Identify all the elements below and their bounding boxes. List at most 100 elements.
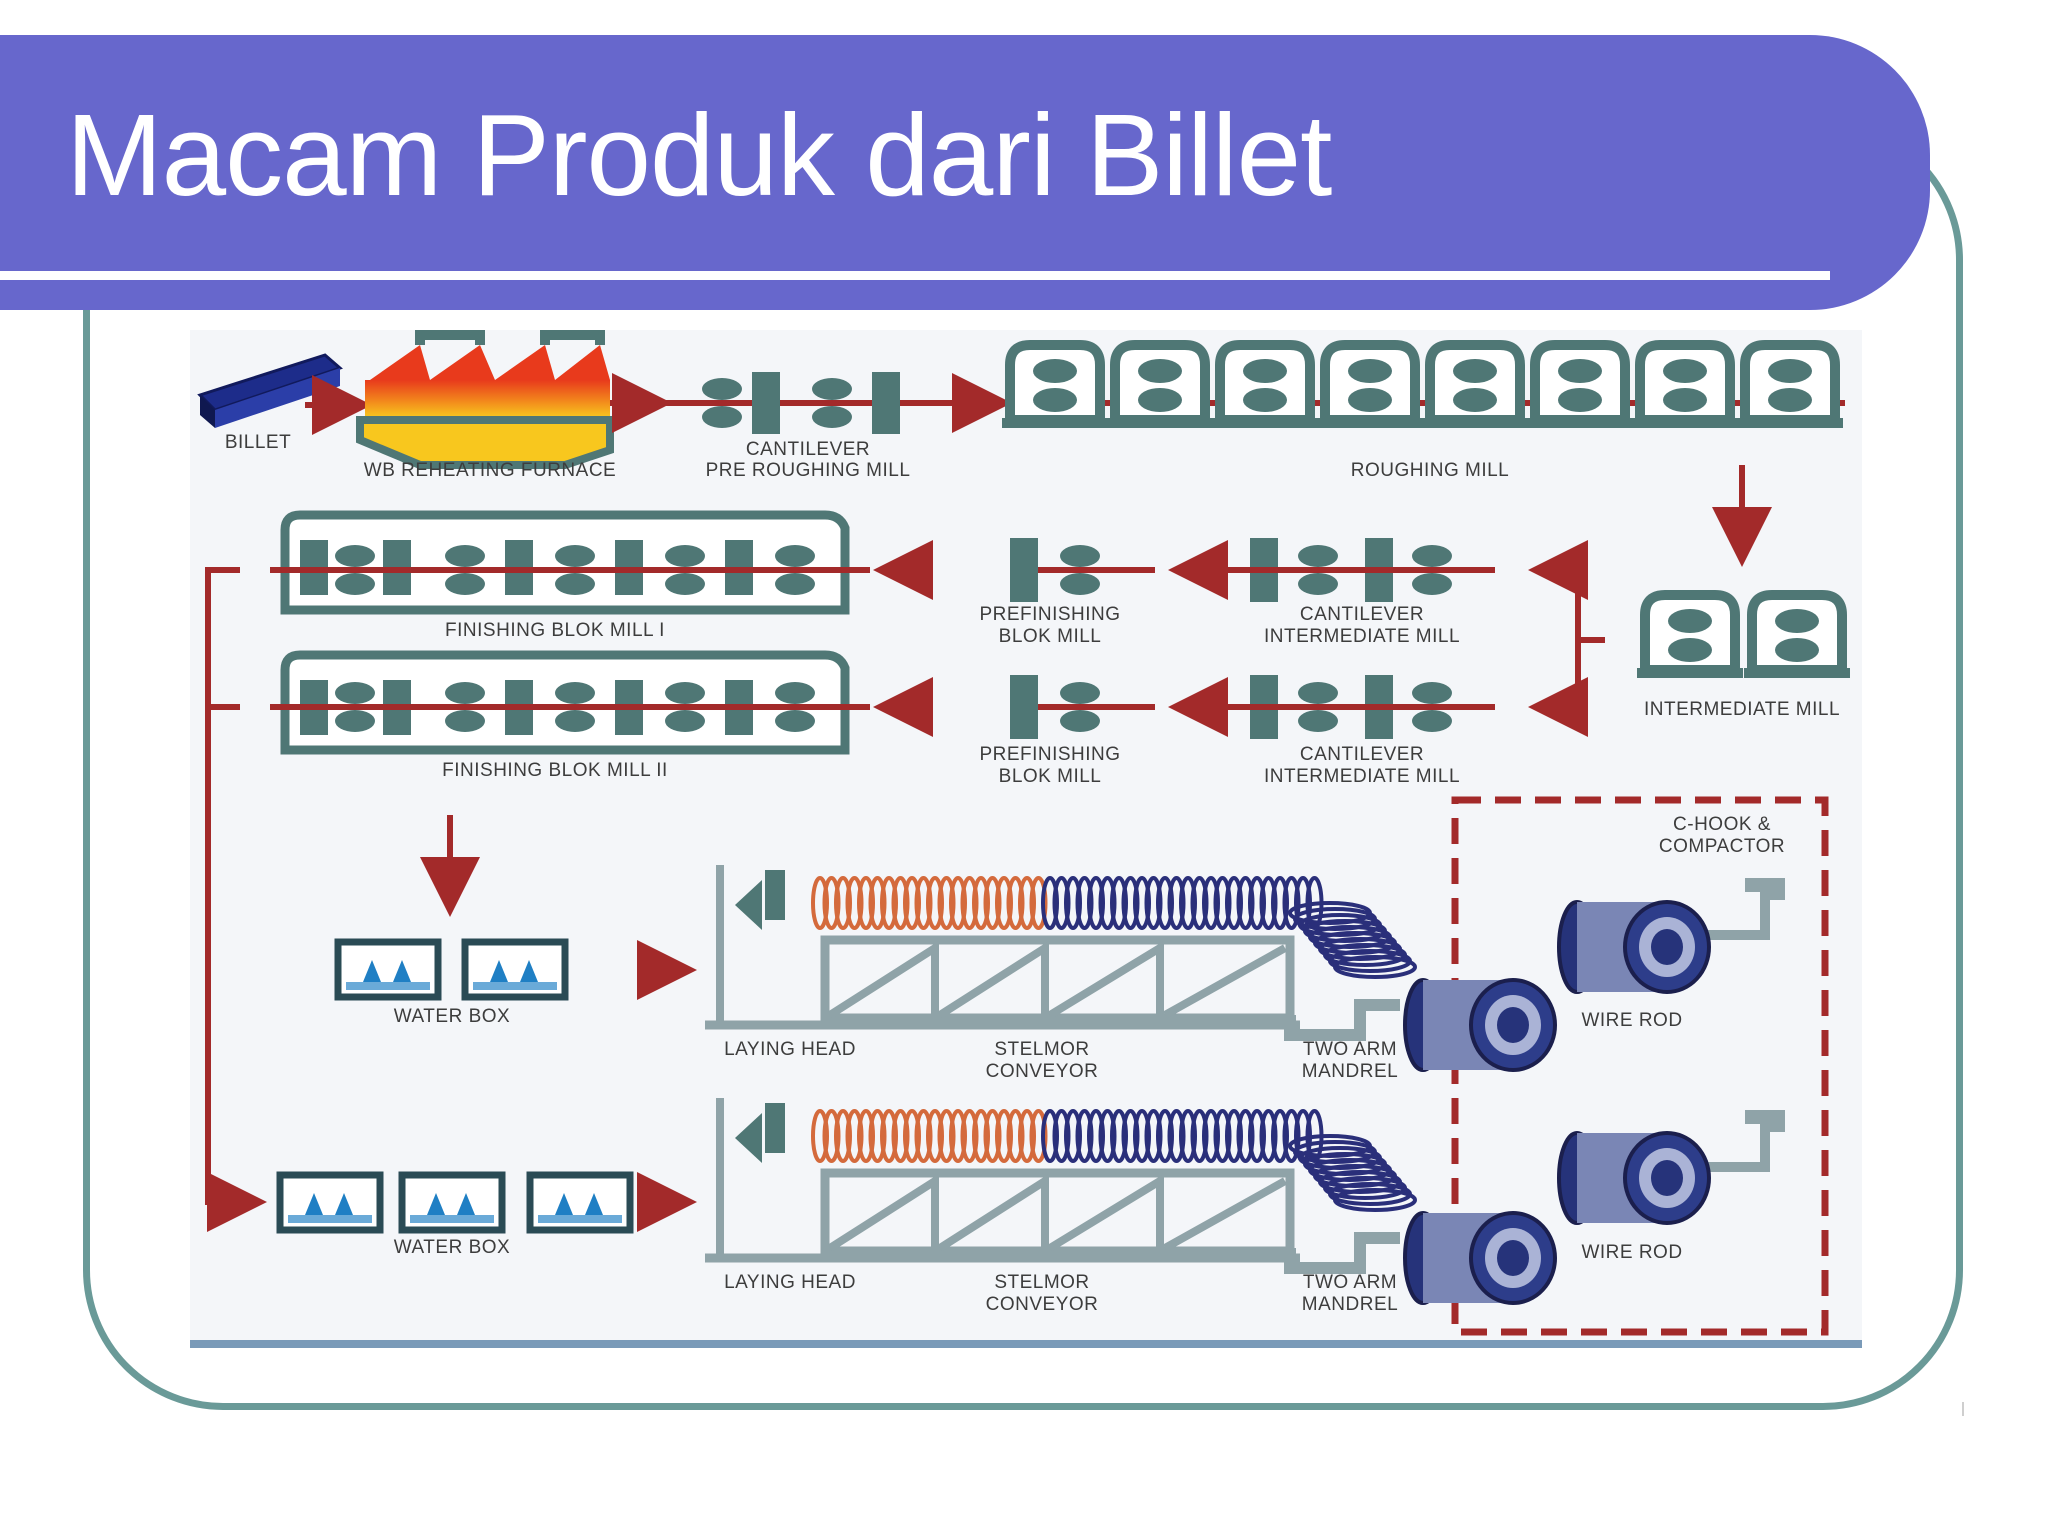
label-c-hook-a: C-HOOK &: [1673, 814, 1771, 835]
coil-loop: [857, 1109, 875, 1163]
label-reheating-furnace: WB REHEATING FURNACE: [364, 460, 616, 481]
coil-loop: [822, 876, 841, 930]
label-stelmor-1b: CONVEYOR: [986, 1061, 1099, 1082]
coil-loop: [1236, 1109, 1255, 1163]
coil-loop: [1098, 1109, 1117, 1163]
coil-loop: [1259, 876, 1278, 930]
label-mandrel-1b: MANDREL: [1302, 1061, 1398, 1082]
mandrel-coil-1-icon: [1403, 978, 1557, 1072]
coil-loop: [995, 876, 1013, 930]
label-billet: BILLET: [225, 432, 291, 453]
label-prefinishing-2a: PREFINISHING: [979, 744, 1120, 765]
coil-loop: [1075, 1109, 1094, 1163]
billet-icon: [197, 353, 343, 428]
coil-loop: [857, 876, 875, 930]
laying-head-stelmor-1-icon: [705, 865, 1417, 1041]
reheating-furnace-icon: [356, 330, 614, 469]
prefinishing-blok-mill-2-icon: [1010, 675, 1100, 739]
coil-loop: [1064, 1109, 1082, 1163]
coil-loop: [880, 876, 898, 930]
coil-loop: [1121, 1109, 1140, 1163]
coil-loop: [903, 876, 921, 930]
coil-loop: [983, 1109, 1002, 1163]
label-wire-rod-1: WIRE ROD: [1581, 1010, 1682, 1031]
coil-loop: [926, 1109, 944, 1163]
label-finishing-blok-mill-1: FINISHING BLOK MILL I: [445, 620, 665, 641]
flow-arrow-line1-to-waterbox: [205, 567, 267, 1232]
coil-loop: [822, 1109, 841, 1163]
coil-loop: [1259, 1109, 1278, 1163]
coil-loop: [1179, 1109, 1197, 1163]
coil-loop: [937, 876, 956, 930]
cantilever-intermediate-mill-1-icon: [1225, 538, 1495, 602]
coil-loop: [1098, 876, 1117, 930]
coil-loop: [1236, 876, 1255, 930]
coil-loop: [1133, 1109, 1151, 1163]
coil-loop: [1225, 876, 1243, 930]
label-stelmor-1a: STELMOR: [994, 1039, 1089, 1060]
label-finishing-blok-mill-2: FINISHING BLOK MILL II: [442, 760, 668, 781]
finishing-blok-mill-1-icon: [270, 510, 870, 615]
coil-loop: [1167, 1109, 1186, 1163]
roughing-mill-stands: [1000, 345, 1845, 428]
label-mandrel-2a: TWO ARM: [1303, 1272, 1397, 1293]
intermediate-mill-stands: [1637, 595, 1850, 678]
coil-loop: [1333, 1188, 1417, 1212]
coil-loop: [1087, 1109, 1105, 1163]
coil-loop: [960, 1109, 979, 1163]
coil-loop: [1006, 876, 1025, 930]
label-stelmor-2b: CONVEYOR: [986, 1294, 1099, 1315]
coil-loop: [880, 1109, 898, 1163]
slide-edge-mark: [1962, 1402, 1964, 1416]
coil-loop: [1144, 876, 1163, 930]
prefinishing-blok-mill-1-icon: [1010, 538, 1100, 602]
coil-loop: [1248, 876, 1266, 930]
coil-loop: [1018, 876, 1036, 930]
coil-loop: [1213, 1109, 1232, 1163]
coil-loop: [1225, 1109, 1243, 1163]
water-box-1-group: [338, 942, 565, 997]
coil-loop: [1282, 1109, 1301, 1163]
coil-loop: [868, 1109, 887, 1163]
water-box-2-group: [280, 1175, 630, 1230]
coil-loop: [1075, 876, 1094, 930]
coil-loop: [926, 876, 944, 930]
coil-loop: [1041, 876, 1059, 930]
coil-loop: [868, 876, 887, 930]
label-intermediate-mill: INTERMEDIATE MILL: [1644, 699, 1840, 720]
coil-loop: [914, 1109, 933, 1163]
coil-loop: [1156, 876, 1174, 930]
coil-loop: [1133, 876, 1151, 930]
coil-loop: [1052, 1109, 1071, 1163]
coil-loop: [1029, 876, 1048, 930]
coil-loop: [1018, 1109, 1036, 1163]
label-prefinishing-1a: PREFINISHING: [979, 604, 1120, 625]
cantilever-intermediate-mill-2-icon: [1225, 675, 1495, 739]
label-cantilever-int-2b: INTERMEDIATE MILL: [1264, 766, 1460, 787]
diagram-bottom-rule: [190, 1340, 1862, 1348]
coil-loop: [949, 876, 967, 930]
label-water-box-1: WATER BOX: [394, 1006, 510, 1027]
coil-loop: [1190, 1109, 1209, 1163]
split-arrow-down: [1528, 640, 1588, 737]
mandrel-coil-2-icon: [1403, 1211, 1557, 1305]
label-laying-head-2: LAYING HEAD: [724, 1272, 856, 1293]
coil-loop: [1190, 876, 1209, 930]
coil-loop: [949, 1109, 967, 1163]
coil-loop: [1064, 876, 1082, 930]
coil-loop: [891, 876, 910, 930]
coil-loop: [845, 1109, 864, 1163]
coil-loop: [983, 876, 1002, 930]
label-mandrel-2b: MANDREL: [1302, 1294, 1398, 1315]
coil-loop: [1041, 1109, 1059, 1163]
coil-loop: [972, 876, 990, 930]
label-prefinishing-2b: BLOK MILL: [999, 766, 1102, 787]
coil-loop: [960, 876, 979, 930]
coil-loop: [1213, 876, 1232, 930]
coil-loop: [811, 1109, 829, 1163]
c-hook-1-icon: [1700, 878, 1785, 940]
wire-rod-coil-1-icon: [1557, 900, 1711, 994]
title-underline: [0, 271, 1830, 280]
coil-loop: [834, 876, 852, 930]
split-arrow-up: [1528, 540, 1605, 643]
